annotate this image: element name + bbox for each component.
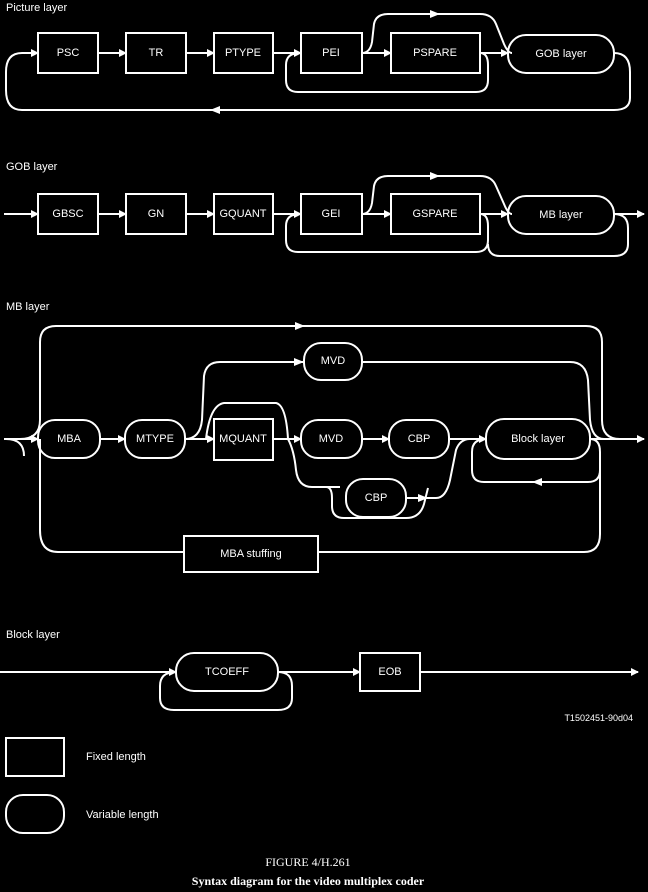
legend-variable-label: Variable length bbox=[86, 809, 159, 821]
gbsc-label: GBSC bbox=[52, 208, 83, 220]
gob-layer-pill bbox=[507, 34, 615, 74]
mtype-label: MTYPE bbox=[136, 433, 174, 445]
mb-layer-title: MB layer bbox=[6, 301, 50, 313]
eob-label: EOB bbox=[378, 666, 401, 678]
block-layer-label: Block layer bbox=[511, 433, 565, 445]
gquant-label: GQUANT bbox=[219, 208, 266, 220]
gspare-label: GSPARE bbox=[412, 208, 457, 220]
gn-label: GN bbox=[148, 208, 165, 220]
gob-layer-title: GOB layer bbox=[6, 161, 58, 173]
legend-variable-symbol bbox=[5, 794, 65, 834]
mba-pill bbox=[37, 419, 101, 459]
eob-box bbox=[359, 652, 421, 692]
tcoeff-pill bbox=[175, 652, 279, 692]
block-layer-lines bbox=[0, 668, 639, 711]
reference-code: T1502451-90d04 bbox=[564, 713, 633, 723]
mquant-box bbox=[213, 418, 274, 461]
tr-box bbox=[125, 32, 187, 74]
mb-layer-lines bbox=[4, 322, 645, 553]
cbp-lower-label: CBP bbox=[365, 492, 388, 504]
gob-layer-label: GOB layer bbox=[535, 48, 587, 60]
block-layer-title: Block layer bbox=[6, 629, 60, 641]
mba-label: MBA bbox=[57, 433, 82, 445]
gob-layer-lines bbox=[4, 172, 645, 257]
tr-label: TR bbox=[149, 47, 164, 59]
pspare-box bbox=[390, 32, 481, 74]
mtype-pill bbox=[124, 419, 186, 459]
mb-layer-pill bbox=[507, 195, 615, 235]
cbp-pill bbox=[388, 419, 450, 459]
legend-fixed-symbol bbox=[5, 737, 65, 777]
block-layer-pill bbox=[485, 418, 591, 460]
picture-layer-title: Picture layer bbox=[6, 2, 67, 14]
pei-label: PEI bbox=[322, 47, 340, 59]
gei-box bbox=[300, 193, 363, 235]
mvd-label: MVD bbox=[319, 433, 344, 445]
mba-stuffing-box bbox=[183, 535, 319, 573]
gquant-box bbox=[213, 193, 274, 235]
figure-number: FIGURE 4/H.261 bbox=[265, 855, 350, 869]
pei-box bbox=[300, 32, 363, 74]
tcoeff-label: TCOEFF bbox=[205, 666, 249, 678]
mba-stuffing-label: MBA stuffing bbox=[220, 548, 282, 560]
mquant-label: MQUANT bbox=[219, 433, 267, 445]
psc-label: PSC bbox=[57, 47, 80, 59]
ptype-box bbox=[213, 32, 274, 74]
cbp-label: CBP bbox=[408, 433, 431, 445]
mvd-top-label: MVD bbox=[321, 355, 346, 367]
figure-caption: Syntax diagram for the video multiplex c… bbox=[192, 874, 425, 888]
mb-layer-label: MB layer bbox=[539, 209, 583, 221]
cbp-lower-pill bbox=[345, 478, 407, 518]
gn-box bbox=[125, 193, 187, 235]
mvd-pill bbox=[300, 419, 363, 459]
gspare-box bbox=[390, 193, 481, 235]
picture-layer-lines bbox=[5, 10, 631, 114]
gbsc-box bbox=[37, 193, 99, 235]
legend-fixed-label: Fixed length bbox=[86, 751, 146, 763]
pspare-label: PSPARE bbox=[413, 47, 457, 59]
ptype-label: PTYPE bbox=[225, 47, 261, 59]
psc-box bbox=[37, 32, 99, 74]
gei-label: GEI bbox=[322, 208, 341, 220]
mvd-top-pill bbox=[303, 342, 363, 381]
